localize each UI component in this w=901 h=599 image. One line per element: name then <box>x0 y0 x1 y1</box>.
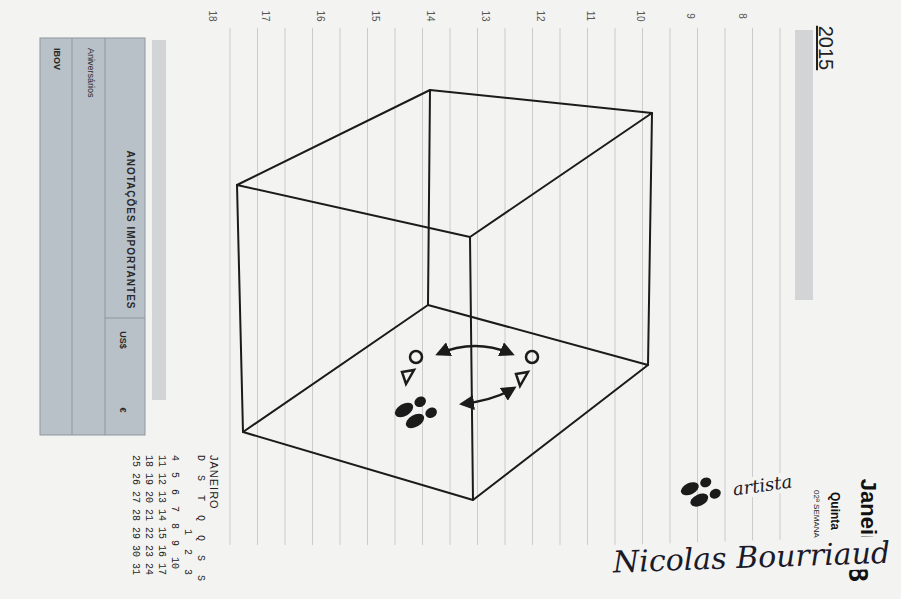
panel-divider <box>105 318 145 319</box>
weekday: Quinta <box>827 492 840 530</box>
currency: US$ <box>117 331 127 349</box>
ruled-line <box>697 28 698 545</box>
ruled-line <box>505 28 506 545</box>
week-number: 02ª SEMANA <box>812 490 821 538</box>
ruled-line <box>560 28 561 545</box>
ruled-line <box>367 28 368 545</box>
calendar-row: 11 12 13 14 15 16 17 <box>156 455 167 575</box>
movement-marks <box>402 346 538 404</box>
gray-band <box>152 40 166 400</box>
panel-row: Aniversários <box>85 48 95 98</box>
hour-number: 10 <box>635 10 646 21</box>
ruled-line <box>752 28 753 545</box>
ruled-line <box>285 28 286 545</box>
hour-number: 18 <box>207 10 218 21</box>
calendar-row: 1 2 3 <box>182 529 193 575</box>
ruled-line <box>450 28 451 545</box>
ruled-lines <box>230 28 780 545</box>
hour-number: 11 <box>585 11 596 21</box>
ruled-line <box>340 28 341 545</box>
ruled-line <box>725 28 726 545</box>
calendar-row: 18 19 20 21 22 23 24 <box>143 455 154 575</box>
ruled-line <box>312 28 313 545</box>
hour-number: 17 <box>260 10 271 21</box>
calendar-month: JANEIRO <box>208 455 220 510</box>
hour-number: 14 <box>425 10 436 21</box>
ruled-line <box>477 28 478 545</box>
panel-heading: ANOTAÇÕES IMPORTANTES <box>125 151 136 310</box>
calendar-weekdays: D S T Q Q S S <box>195 455 206 581</box>
cube-sketch <box>237 90 652 500</box>
footprints <box>679 472 723 511</box>
ruled-line <box>615 28 616 545</box>
panel-row: IBOV <box>51 48 61 70</box>
hour-number: 13 <box>480 10 491 21</box>
footprints <box>392 391 438 433</box>
calendar-row: 25 26 27 28 29 30 31 <box>130 455 141 575</box>
hour-number: 9 <box>685 13 696 19</box>
year: 2015 <box>815 26 837 71</box>
panel-divider <box>105 38 106 435</box>
ruled-line <box>532 28 533 545</box>
calendar-row: 4 5 6 7 8 9 10 <box>169 455 180 569</box>
currency: € <box>117 407 127 412</box>
hour-number: 8 <box>737 13 748 19</box>
ruled-line <box>670 28 671 545</box>
notes-panel <box>40 38 145 435</box>
ruled-line <box>780 28 781 545</box>
ruled-line <box>230 28 231 545</box>
ruled-line <box>395 28 396 545</box>
ruled-line <box>257 28 258 545</box>
hour-number: 16 <box>315 10 326 21</box>
ruled-line <box>422 28 423 545</box>
handwritten-note: artista <box>729 471 797 500</box>
panel-divider <box>72 38 73 435</box>
hour-number: 15 <box>370 10 381 21</box>
gray-band <box>795 30 813 300</box>
ruled-line <box>642 28 643 545</box>
hour-number: 12 <box>535 10 546 21</box>
